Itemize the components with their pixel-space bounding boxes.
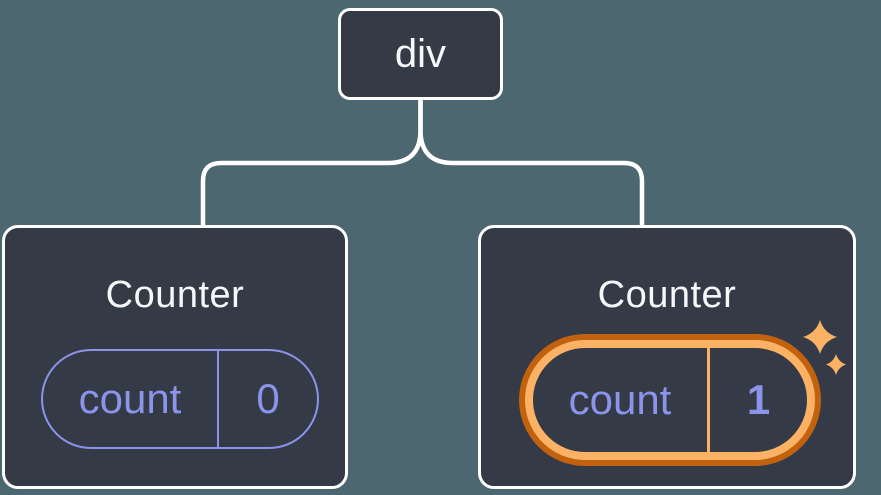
- root-node-label: div: [394, 31, 447, 76]
- connector-left-branch: [200, 97, 423, 229]
- counter-title: Counter: [105, 274, 245, 316]
- sparkle-large-icon: [803, 320, 837, 354]
- state-value-label: 0: [256, 375, 280, 422]
- root-node-div: div: [338, 8, 503, 100]
- state-key-label: count: [78, 375, 182, 422]
- state-value-label: 1: [746, 376, 771, 423]
- pill-divider: [706, 348, 710, 452]
- counter-node-left: Counter count 0: [2, 225, 348, 489]
- state-key-label: count: [568, 376, 672, 423]
- counter-node-right: Counter count 1: [478, 225, 856, 489]
- sparkle-small-icon: [826, 354, 846, 375]
- pill-divider: [216, 351, 219, 447]
- state-pill-count-1-highlighted: count 1: [525, 340, 815, 460]
- connector-right-branch: [418, 97, 645, 229]
- state-pill-count-0: count 0: [41, 349, 319, 449]
- counter-title: Counter: [597, 274, 737, 316]
